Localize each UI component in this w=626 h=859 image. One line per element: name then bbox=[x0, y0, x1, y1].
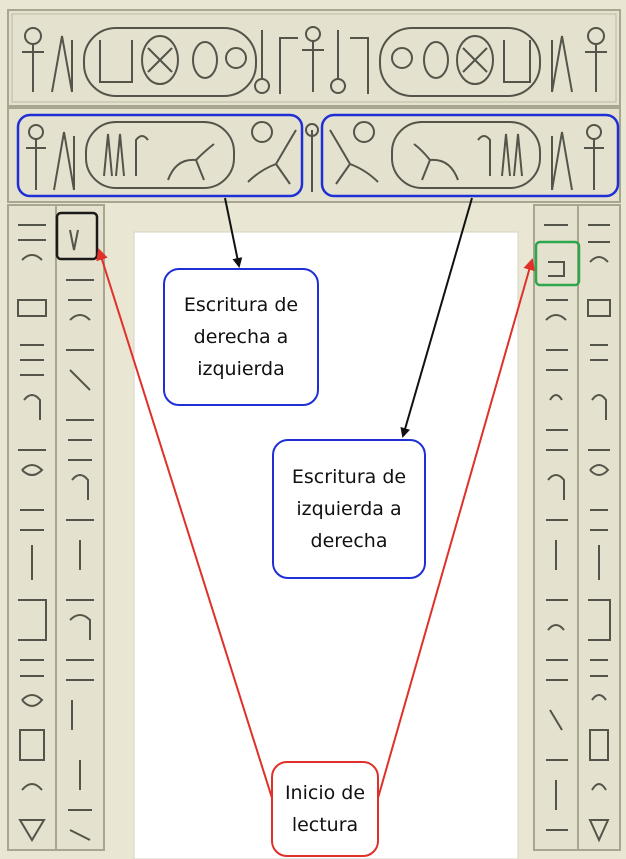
left-jamb bbox=[7, 204, 105, 851]
right-to-left-label: Escritura de derecha a izquierda bbox=[163, 268, 319, 406]
right-jamb bbox=[533, 204, 621, 851]
left-start-glyph-highlight bbox=[55, 211, 99, 261]
arrow-to-right-start bbox=[377, 258, 536, 799]
right-to-left-text: Escritura de derecha a izquierda bbox=[183, 294, 299, 380]
reading-start-label: Inicio de lectura bbox=[271, 761, 379, 857]
left-to-right-label: Escritura de izquierda a derecha bbox=[272, 439, 426, 579]
cartouche-group-left-highlight bbox=[16, 113, 304, 198]
lower-lintel bbox=[7, 107, 621, 203]
arrow-to-left-to-right-label bbox=[400, 197, 473, 438]
reading-start-text: Inicio de lectura bbox=[284, 782, 366, 836]
cartouche-group-right-highlight bbox=[320, 113, 620, 198]
arrow-to-right-to-left-label bbox=[224, 197, 243, 268]
upper-lintel bbox=[7, 9, 621, 107]
right-start-glyph-highlight bbox=[534, 240, 581, 287]
left-to-right-text: Escritura de izquierda a derecha bbox=[291, 466, 407, 552]
arrow-to-left-start bbox=[96, 248, 273, 799]
